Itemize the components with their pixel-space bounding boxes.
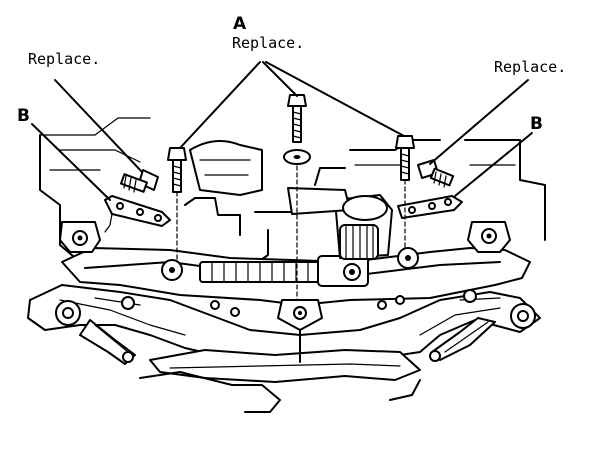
- replace-label-left: Replace.: [28, 50, 101, 68]
- callout-b-left: B: [17, 106, 30, 126]
- stiffener-bracket-left: [104, 195, 171, 233]
- stiffener-bracket-right: [397, 195, 463, 219]
- replace-label-right: Replace.: [494, 58, 567, 76]
- callout-b-right: B: [530, 114, 543, 134]
- callout-a: A: [233, 14, 247, 34]
- bolt-a-center: [283, 94, 311, 301]
- subframe: [27, 221, 541, 413]
- replace-label-top: Replace.: [232, 34, 305, 52]
- steering-gearbox: [161, 187, 419, 287]
- flange-bolt-right: [417, 159, 455, 188]
- flange-bolt-left: [120, 169, 159, 193]
- bolt-a-right: [395, 135, 415, 249]
- bolt-a-left: [167, 147, 187, 261]
- leader-lines: [31, 61, 533, 201]
